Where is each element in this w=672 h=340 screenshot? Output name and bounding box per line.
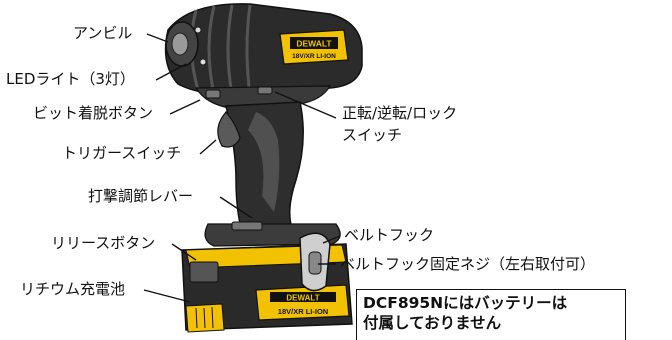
belt-hook-screw-shape [308,251,322,275]
trigger-shape [217,111,241,148]
head-badge-text: 18V/XR LI-ION [292,53,336,60]
impact-adjust-lever-shape [231,221,263,231]
label-belt-hook-screw: ベルトフック固定ネジ（左右取付可） [340,255,596,273]
head-brand-text: DEWALT [296,39,332,49]
label-lithium-battery: リチウム充電池 [20,280,126,298]
label-trigger-switch: トリガースイッチ [62,144,182,162]
leader-lines [143,33,341,303]
label-led-light: LEDライト（3灯） [6,70,135,88]
belt-hook [299,232,331,292]
tool-head: DEWALT 18V/XR LI-ION [164,3,363,97]
note-line-2: 付属しておりません [363,314,502,332]
label-belt-hook: ベルトフック [344,226,435,244]
label-impact-adjust-lever: 打撃調節レバー [88,187,194,205]
battery-not-included-note: DCF895Nにはバッテリーは 付属しておりません [356,289,626,340]
label-anvil: アンビル [73,24,133,42]
label-release-button: リリースボタン [51,234,156,252]
release-button-shape [189,261,219,283]
label-bit-release-button: ビット着脱ボタン [33,104,154,122]
tool-grip [217,101,304,233]
battery-brand-text: DEWALT [286,294,319,303]
label-direction-switch-line2: スイッチ [342,126,403,144]
label-direction-switch-line1: 正転/逆転/ロック [342,104,458,122]
note-line-1: DCF895Nにはバッテリーは [363,294,568,312]
direction-switch-shape [257,86,273,95]
bit-release-button-shape [205,89,221,99]
battery-badge-text: 18V/XR LI-ION [278,307,328,316]
